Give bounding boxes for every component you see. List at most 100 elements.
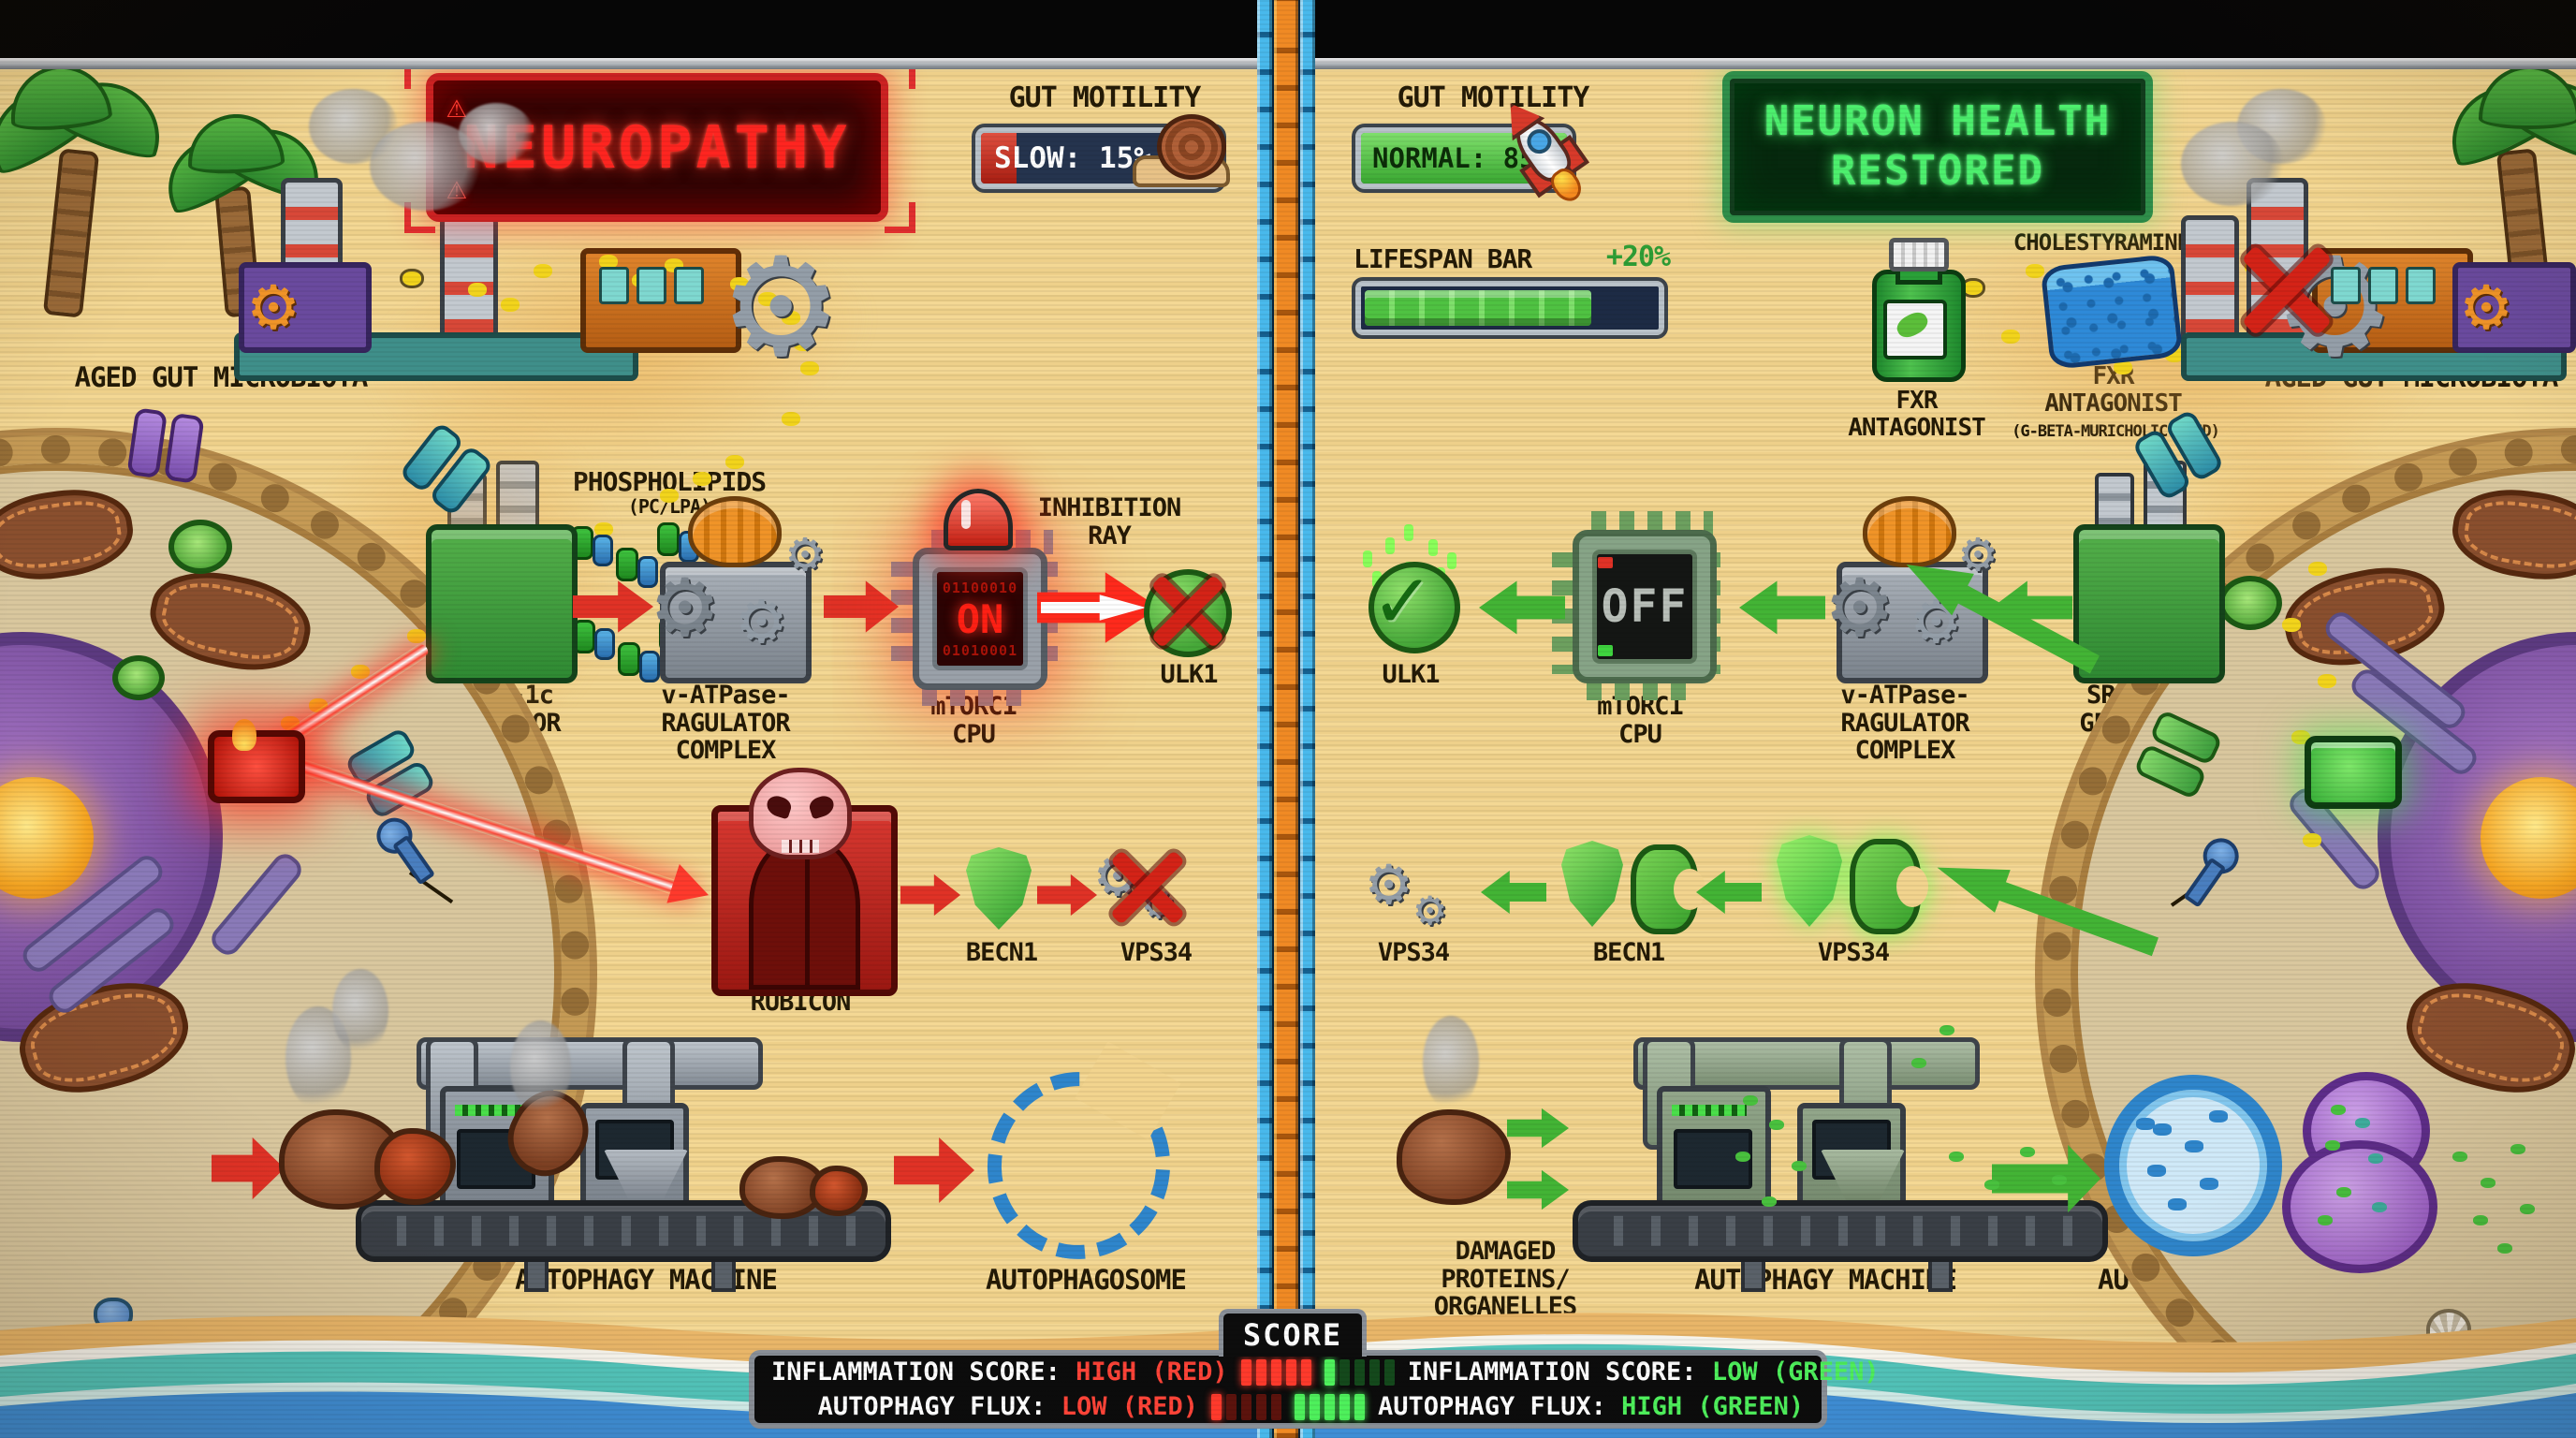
arrow-left-green <box>1481 869 1546 916</box>
cargo-debris <box>2153 1123 2172 1136</box>
flame-icon <box>232 719 256 751</box>
membrane-channel <box>126 407 205 484</box>
score-row: AUTOPHAGY FLUX: LOW (RED) AUTOPHAGY FLUX… <box>771 1392 1805 1421</box>
vps34-label: VPS34 <box>1120 938 1193 967</box>
vps34-label: VPS34 <box>1817 938 1890 967</box>
score-tab: SCORE <box>1219 1309 1367 1357</box>
ulk1-active <box>1368 562 1460 653</box>
mtorc1-state: ON <box>956 595 1004 642</box>
vatpase-label: v-ATPase- RAGULATOR COMPLEX <box>661 681 790 766</box>
beam-arrowhead <box>666 864 715 915</box>
status-led-green <box>1598 645 1613 656</box>
arrow-right-red <box>1037 873 1097 917</box>
score-panel: INFLAMMATION SCORE: HIGH (RED) INFLAMMAT… <box>749 1350 1880 1429</box>
neuron-health-sign: NEURON HEALTH RESTORED <box>1722 71 2153 223</box>
sign-corner-bracket <box>885 202 915 233</box>
sign-corner-bracket <box>404 202 435 233</box>
status-led-red <box>1598 557 1613 568</box>
neuron-health-text: NEURON HEALTH RESTORED <box>1764 97 2112 195</box>
vesicle <box>112 655 165 700</box>
flux-meter-green <box>1295 1393 1365 1420</box>
gut-motility-label: GUT MOTILITY <box>1008 81 1202 114</box>
autophagy-machine-label: AUTOPHAGY MACHINE <box>515 1264 778 1296</box>
flux-left: AUTOPHAGY FLUX: LOW (RED) <box>817 1392 1198 1421</box>
binary-row: 01100010 <box>942 579 1018 596</box>
becn1-shield <box>1561 841 1623 927</box>
damaged-protein <box>374 1128 456 1205</box>
arrow-right-red <box>894 1137 974 1203</box>
skull-icon <box>749 768 852 859</box>
score-row: INFLAMMATION SCORE: HIGH (RED) INFLAMMAT… <box>771 1357 1880 1387</box>
autophagosome-complete <box>2104 1075 2282 1256</box>
binary-row: 01010001 <box>942 641 1018 659</box>
gear-icon: ⚙ <box>739 577 783 661</box>
arrow-left-green <box>1696 869 1762 916</box>
inhibition-ray-label: INHIBITION RAY <box>1037 493 1182 550</box>
phospholipids-abbr: (PC/LPA) <box>627 495 711 518</box>
becn1-label: BECN1 <box>965 938 1038 967</box>
warning-triangle-icon: ⚠ <box>446 87 467 125</box>
lifespan-fill <box>1365 290 1591 326</box>
gear-icon: ⚙ <box>655 546 715 660</box>
fxr-antagonist-bottle <box>1872 238 1966 382</box>
gear-icon: ⚙ <box>788 520 823 585</box>
gear-icon: ⚙ <box>2464 260 2510 347</box>
x-mark-icon <box>1103 843 1193 932</box>
vesicle <box>2218 576 2282 630</box>
arrow-right-green <box>1507 1108 1569 1149</box>
pipe-column <box>1257 0 1272 1438</box>
gear-icon: ⚙ <box>251 260 297 347</box>
flux-right: AUTOPHAGY FLUX: HIGH (GREEN) <box>1378 1392 1805 1421</box>
inflammation-meter-red <box>1240 1358 1311 1386</box>
deoxycholic-acid-trail <box>400 269 424 288</box>
becn1-shield <box>966 847 1032 930</box>
antagonist-bottle-label: FXR ANTAGONIST <box>1848 387 1986 442</box>
autophagosome-label: AUTOPHAGOSOME <box>986 1264 1187 1296</box>
lifespan-bar <box>1352 277 1668 339</box>
phospholipid-icon <box>616 548 658 588</box>
nucleolus <box>0 777 94 899</box>
phospholipid-icon <box>573 620 615 660</box>
ulk1-label: ULK1 <box>1382 660 1440 689</box>
enzyme-dots <box>2331 1105 2346 1115</box>
mtorc1-state: OFF <box>1601 580 1689 633</box>
gear-icon: ⚙ <box>1961 520 1996 585</box>
damaged-protein <box>1397 1109 1511 1205</box>
autolysosome-vesicle <box>2282 1140 2437 1273</box>
recycled-bits <box>1743 1095 1758 1106</box>
recycled-output-bits <box>2452 1152 2467 1162</box>
smoke <box>332 969 388 1053</box>
x-mark-icon <box>1144 567 1232 655</box>
snail-icon <box>1133 114 1236 187</box>
lifespan-label: LIFESPAN BAR <box>1354 243 1532 274</box>
inflammation-left: INFLAMMATION SCORE: HIGH (RED) <box>771 1357 1228 1387</box>
autophagy-machine-label: AUTOPHAGY MACHINE <box>1694 1264 1957 1296</box>
blocked-x-icon <box>2232 236 2340 344</box>
bile-acid-trail <box>1961 278 1985 298</box>
nucleolus <box>2481 777 2576 899</box>
phospholipid-icon <box>618 642 660 682</box>
gut-motility-status: SLOW: 15% <box>994 141 1151 175</box>
becn1-partner-blob <box>1631 844 1698 934</box>
vesicle <box>168 520 232 574</box>
gear-icon: ⚙ <box>730 201 832 397</box>
mtorc1-label: mTORC1 CPU <box>1597 692 1684 749</box>
vps34-gear-icon: ⚙ <box>1368 842 1410 920</box>
inflammation-meter-green <box>1324 1358 1395 1386</box>
inflammation-right: INFLAMMATION SCORE: LOW (GREEN) <box>1407 1357 1880 1387</box>
gear-icon: ⚙ <box>1830 546 1890 660</box>
vps34-label: VPS34 <box>1377 938 1450 967</box>
smoke <box>1423 1016 1479 1109</box>
flux-meter-red <box>1211 1393 1281 1420</box>
ulk1-label: ULK1 <box>1160 660 1218 689</box>
gut-motility-label: GUT MOTILITY <box>1397 81 1590 114</box>
fxr-receptor-active <box>208 730 305 803</box>
center-divider-pipe <box>1257 0 1315 1438</box>
arrow-right-red <box>824 580 899 633</box>
vatpase-label: v-ATPase- RAGULATOR COMPLEX <box>1840 681 1969 766</box>
gut-motility-fill <box>981 133 1017 183</box>
lifespan-delta: +20% <box>1605 241 1671 273</box>
pipe-column <box>1271 0 1301 1438</box>
arrow-right-red <box>900 873 960 917</box>
